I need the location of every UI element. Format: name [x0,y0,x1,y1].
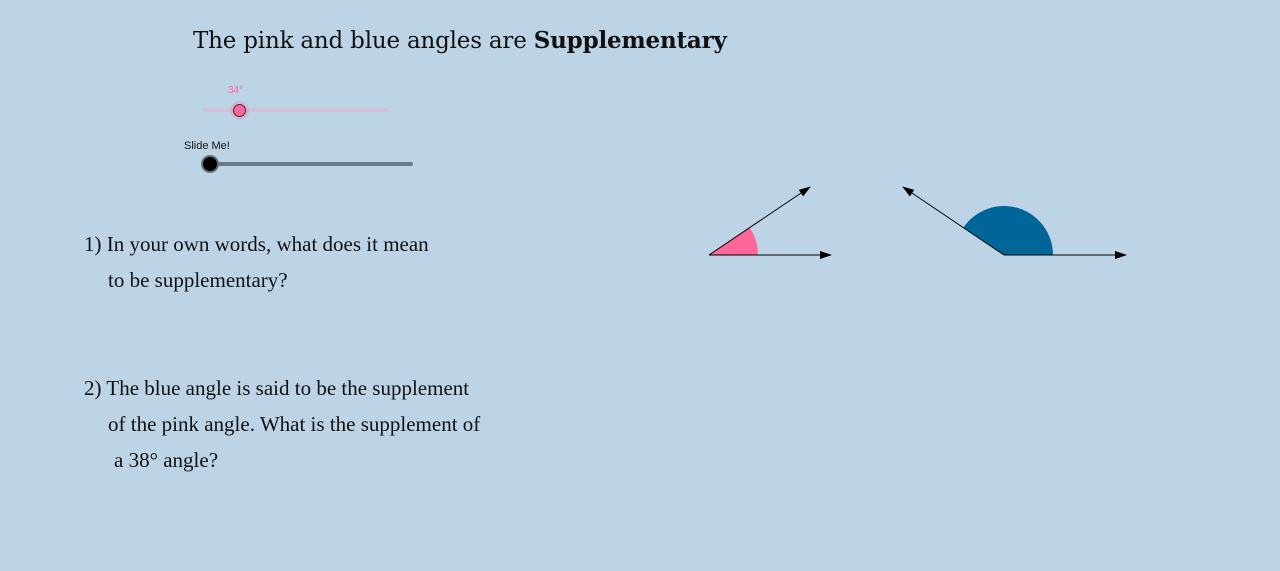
question-2: 2) The blue angle is said to be the supp… [84,370,480,478]
question-2-line-1: 2) The blue angle is said to be the supp… [84,376,470,400]
question-2-line-2: of the pink angle. What is the supplemen… [108,412,481,436]
slide-me-slider-handle[interactable] [203,157,217,171]
question-2-line-3: a 38° angle? [114,448,219,472]
pink-angle-sector [709,227,758,255]
angle-slider-value: 34° [228,85,244,96]
title-text: The pink and blue angles are [193,28,534,54]
pink-angle-ray-angled [708,186,811,256]
page-title: The pink and blue angles are Supplementa… [193,27,727,54]
angle-slider-track[interactable] [203,108,388,112]
slide-me-slider-track[interactable] [206,162,413,166]
title-emphasis: Supplementary [533,27,727,54]
question-1-line-2: to be supplementary? [108,268,288,292]
question-1-line-1: 1) In your own words, what does it mean [84,232,429,256]
blue-angle-sector [963,206,1053,255]
slide-me-label: Slide Me! [184,140,230,152]
pink-angle [708,186,832,259]
angle-slider-handle[interactable] [233,104,246,117]
blue-angle [902,186,1127,259]
question-1: 1) In your own words, what does it mean … [84,226,429,298]
blue-angle-ray-angled [902,186,1005,256]
